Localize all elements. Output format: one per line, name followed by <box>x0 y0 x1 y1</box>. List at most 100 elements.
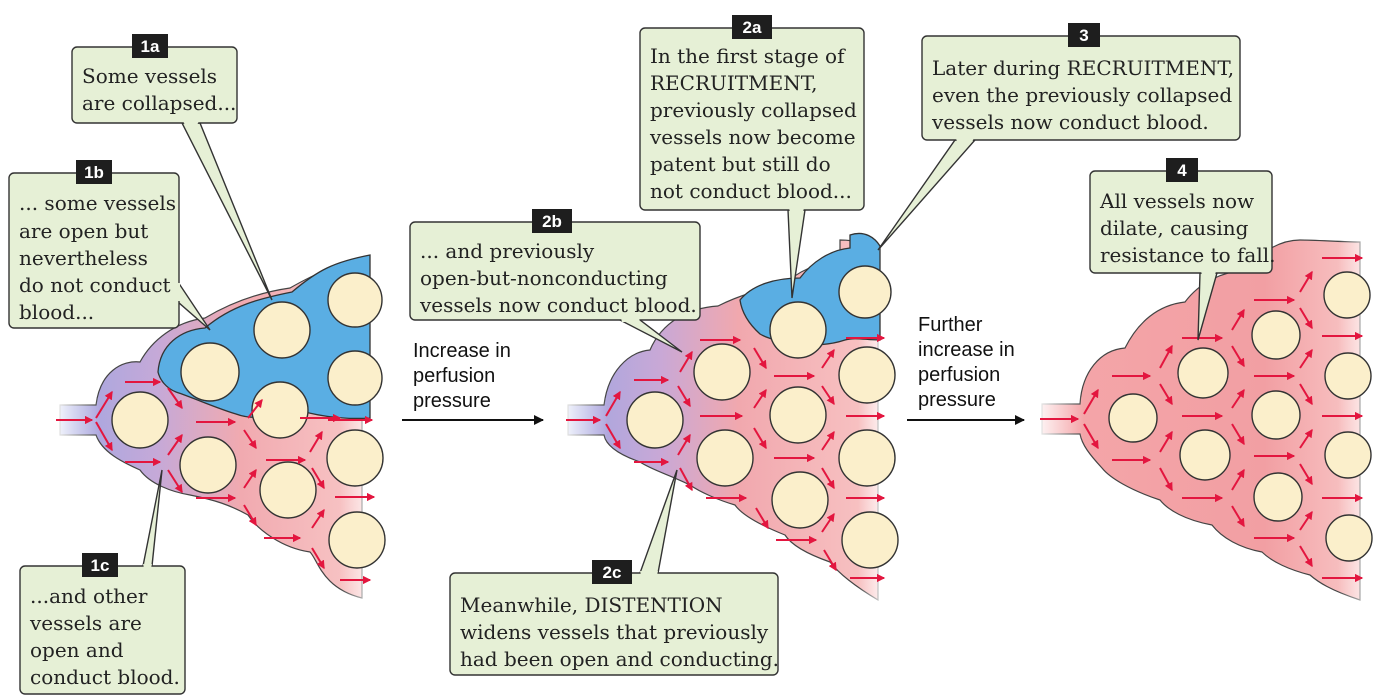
svg-text:vessels are: vessels are <box>29 611 142 635</box>
svg-text:perfusion: perfusion <box>918 364 1000 386</box>
callout-line: not conduct blood... <box>650 179 852 203</box>
svg-text:are collapsed...: are collapsed... <box>82 91 236 115</box>
svg-text:In the first stage of: In the first stage of <box>650 44 846 68</box>
transition-line: perfusion <box>918 364 1000 386</box>
svg-text:vessels now conduct blood.: vessels now conduct blood. <box>419 293 697 317</box>
callout-line: Meanwhile, DISTENTION <box>460 593 723 617</box>
callout-1b: 1b ... some vessels are open but neverth… <box>8 160 211 331</box>
transition-increase-pressure: Increase in perfusion pressure <box>402 340 544 425</box>
transition-further-increase: Further increase in perfusion pressure <box>907 314 1025 425</box>
callout-line: are open but <box>19 219 148 243</box>
svg-text:perfusion: perfusion <box>413 365 495 387</box>
svg-text:Some vessels: Some vessels <box>82 64 217 88</box>
callout-line: vessels now conduct blood. <box>419 293 697 317</box>
callout-line: Some vessels <box>82 64 217 88</box>
svg-text:previously collapsed: previously collapsed <box>650 98 857 122</box>
callout-tag: 1b <box>84 163 104 182</box>
transition-line: pressure <box>413 390 491 412</box>
callout-tag: 3 <box>1079 26 1088 45</box>
alveoli-1 <box>111 272 386 569</box>
svg-text:pressure: pressure <box>413 390 491 412</box>
svg-text:widens vessels that previously: widens vessels that previously <box>460 620 769 644</box>
callout-tag: 2a <box>743 18 762 37</box>
callout-line: open-but-nonconducting <box>420 266 668 290</box>
transition-line: increase in <box>918 339 1015 361</box>
transition-line: perfusion <box>413 365 495 387</box>
svg-text:1a: 1a <box>141 37 160 56</box>
callout-tag: 1a <box>141 37 160 56</box>
svg-text:open and: open and <box>30 638 124 662</box>
svg-text:Later during RECRUITMENT,: Later during RECRUITMENT, <box>932 56 1234 80</box>
svg-text:...and other: ...and other <box>30 584 148 608</box>
svg-text:open-but-nonconducting: open-but-nonconducting <box>420 266 668 290</box>
svg-text:vessels now conduct blood.: vessels now conduct blood. <box>931 110 1209 134</box>
svg-text:are open but: are open but <box>19 219 148 243</box>
callout-line: ...and other <box>30 584 148 608</box>
svg-text:2b: 2b <box>542 212 562 231</box>
flow-arrows-2 <box>566 333 886 583</box>
svg-text:Further: Further <box>918 314 983 336</box>
svg-text:patent but still do: patent but still do <box>650 152 831 176</box>
transition-line: Increase in <box>413 340 511 362</box>
callout-2a: 2a In the first stage of RECRUITMENT, pr… <box>639 15 865 299</box>
svg-text:blood...: blood... <box>19 300 94 324</box>
svg-text:3: 3 <box>1079 26 1088 45</box>
callout-line: widens vessels that previously <box>460 620 769 644</box>
callout-line: vessels now become <box>649 125 856 149</box>
svg-text:conduct blood.: conduct blood. <box>30 665 180 689</box>
callout-1a: 1a Some vessels are collapsed... <box>71 34 273 301</box>
svg-text:All vessels now: All vessels now <box>1099 189 1254 213</box>
callout-2b: 2b ... and previously open-but-nonconduc… <box>409 209 701 353</box>
callout-line: conduct blood. <box>30 665 180 689</box>
flow-arrows-1 <box>56 377 376 585</box>
callout-3: 3 Later during RECRUITMENT, even the pre… <box>877 23 1241 251</box>
svg-text:dilate, causing: dilate, causing <box>1100 216 1249 240</box>
callout-tag: 1c <box>91 556 110 575</box>
svg-text:had been open and conducting.: had been open and conducting. <box>460 647 779 671</box>
callout-line: even the previously collapsed <box>932 83 1232 107</box>
alveoli-2 <box>626 265 899 569</box>
callout-line: vessels now conduct blood. <box>931 110 1209 134</box>
svg-text:pressure: pressure <box>918 389 996 411</box>
svg-text:do not conduct: do not conduct <box>19 273 171 297</box>
svg-text:4: 4 <box>1177 161 1187 180</box>
callout-line: RECRUITMENT, <box>650 71 817 95</box>
svg-text:vessels now become: vessels now become <box>649 125 856 149</box>
svg-text:RECRUITMENT,: RECRUITMENT, <box>650 71 817 95</box>
callout-1c: 1c ...and other vessels are open and con… <box>19 469 186 695</box>
svg-text:1c: 1c <box>91 556 110 575</box>
transition-line: Further <box>918 314 983 336</box>
svg-text:not conduct blood...: not conduct blood... <box>650 179 852 203</box>
svg-text:Increase in: Increase in <box>413 340 511 362</box>
flow-arrows-3 <box>1040 253 1364 583</box>
callout-line: do not conduct <box>19 273 171 297</box>
callout-line: Later during RECRUITMENT, <box>932 56 1234 80</box>
callout-tag: 4 <box>1177 161 1187 180</box>
callout-line: open and <box>30 638 124 662</box>
svg-text:even the previously collapsed: even the previously collapsed <box>932 83 1232 107</box>
callout-tag: 2b <box>542 212 562 231</box>
callout-line: ... and previously <box>420 239 595 263</box>
svg-text:increase in: increase in <box>918 339 1015 361</box>
alveoli-3 <box>1108 271 1373 562</box>
svg-text:nevertheless: nevertheless <box>19 246 148 270</box>
svg-text:... some vessels: ... some vessels <box>19 191 176 215</box>
panel-initial-state <box>52 254 386 605</box>
transition-line: pressure <box>918 389 996 411</box>
svg-text:2c: 2c <box>603 563 622 582</box>
callout-line: vessels are <box>29 611 142 635</box>
panel-all-dilated <box>1034 235 1380 605</box>
callout-line: dilate, causing <box>1100 216 1249 240</box>
svg-text:1b: 1b <box>84 163 104 182</box>
callout-line: resistance to fall. <box>1100 243 1275 267</box>
svg-text:2a: 2a <box>743 18 762 37</box>
callout-4: 4 All vessels now dilate, causing resist… <box>1089 158 1275 341</box>
callout-line: had been open and conducting. <box>460 647 779 671</box>
callout-line: ... some vessels <box>19 191 176 215</box>
panel-recruitment-distention <box>560 232 899 605</box>
svg-text:Meanwhile, DISTENTION: Meanwhile, DISTENTION <box>460 593 723 617</box>
callout-line: previously collapsed <box>650 98 857 122</box>
callout-line: blood... <box>19 300 94 324</box>
callout-tag: 2c <box>603 563 622 582</box>
svg-text:... and previously: ... and previously <box>420 239 595 263</box>
